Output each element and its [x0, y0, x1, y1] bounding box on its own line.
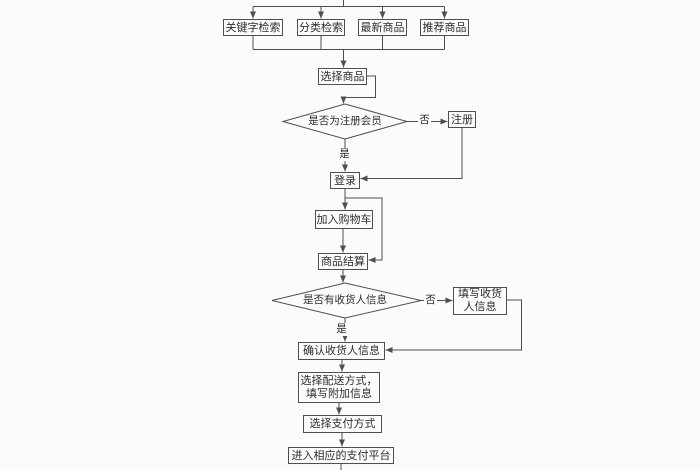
node-product-checkout: 商品结算 [318, 253, 368, 270]
node-confirm-consignee-info: 确认收货人信息 [298, 342, 385, 360]
node-choose-delivery-line1: 选择配送方式， [300, 374, 378, 387]
node-choose-delivery: 选择配送方式， 填写附加信息 [298, 372, 380, 403]
arrow-register-to-login [360, 128, 463, 182]
node-recommended-products-label: 推荐商品 [422, 21, 467, 34]
node-add-to-cart: 加入购物车 [315, 210, 373, 229]
node-fill-consignee-info-line1: 填写收货 [458, 288, 502, 300]
node-enter-payment-platform: 进入相应的支付平台 [288, 447, 394, 464]
node-register-label: 注册 [451, 113, 473, 126]
node-keyword-search: 关键字检索 [223, 19, 283, 36]
branch-label-hasinfo-no: 否 [424, 294, 437, 307]
arrow-fill-info-to-confirm [385, 299, 522, 353]
branch-label-registered-no: 否 [418, 114, 431, 127]
node-recommended-products: 推荐商品 [420, 19, 469, 36]
node-fill-consignee-info: 填写收货 人信息 [453, 287, 507, 315]
decision-has-consignee-label: 是否有收货人信息 [303, 295, 387, 306]
node-choose-payment: 选择支付方式 [303, 415, 382, 433]
node-register: 注册 [448, 111, 476, 128]
branch-label-hasinfo-yes: 是 [335, 323, 348, 336]
node-select-product-label: 选择商品 [320, 70, 365, 83]
decision-is-registered-label: 是否为注册会员 [308, 116, 382, 127]
connector-entry-merge-bar [252, 36, 445, 50]
node-add-to-cart-label: 加入购物车 [316, 213, 372, 226]
node-choose-payment-label: 选择支付方式 [309, 418, 376, 430]
node-login-label: 登录 [334, 174, 356, 187]
node-category-search: 分类检索 [297, 19, 345, 36]
decision-is-registered-shape [281, 103, 409, 140]
node-login: 登录 [330, 172, 360, 189]
node-newest-products-label: 最新商品 [360, 21, 405, 34]
node-fill-consignee-info-line2: 人信息 [463, 301, 497, 313]
arrow-bypass-to-checkout [345, 197, 383, 263]
node-category-search-label: 分类检索 [299, 21, 343, 34]
node-select-product: 选择商品 [318, 68, 367, 85]
node-product-checkout-label: 商品结算 [321, 255, 365, 268]
branch-label-registered-yes: 是 [338, 148, 351, 161]
node-keyword-search-label: 关键字检索 [225, 21, 281, 34]
node-confirm-consignee-info-label: 确认收货人信息 [303, 345, 380, 357]
node-enter-payment-platform-label: 进入相应的支付平台 [291, 449, 391, 462]
node-newest-products: 最新商品 [358, 19, 407, 36]
arrow-select-product-to-decision [340, 75, 376, 104]
connector-top-fanout-bar [253, 0, 445, 7]
decision-has-consignee-shape [271, 282, 422, 319]
node-choose-delivery-line2: 填写附加信息 [306, 387, 372, 400]
